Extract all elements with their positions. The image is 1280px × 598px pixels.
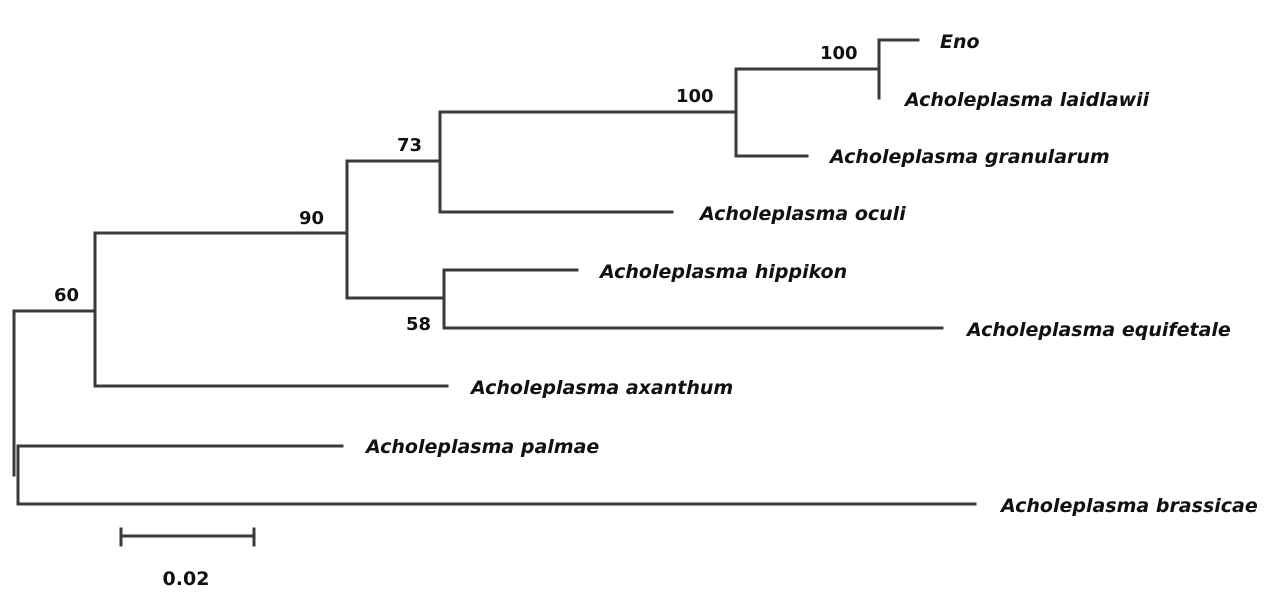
bootstrap-eno-laidlawii: 100 — [820, 43, 858, 64]
taxon-brassicae: Acholeplasma brassicae — [999, 495, 1258, 517]
scale-bar: 0.02 — [119, 527, 256, 590]
bootstrap-eno-granularum: 100 — [676, 86, 714, 107]
scale-bar-label: 0.02 — [163, 568, 210, 590]
bootstrap-hippikon-equifetale: 58 — [406, 314, 431, 335]
taxon-eno: Eno — [940, 31, 980, 53]
taxon-hippikon: Acholeplasma hippikon — [598, 261, 847, 283]
taxon-granularum: Acholeplasma granularum — [828, 146, 1110, 168]
bootstrap-values: 100 100 73 90 58 60 — [54, 43, 858, 335]
tree-branches — [12, 38, 977, 506]
taxon-axanthum: Acholeplasma axanthum — [469, 377, 733, 399]
taxon-laidlawii: Acholeplasma laidlawii — [903, 89, 1150, 111]
taxon-labels: Eno Acholeplasma laidlawii Acholeplasma … — [364, 31, 1258, 517]
bootstrap-clade-oculi: 73 — [397, 135, 422, 156]
taxon-palmae: Acholeplasma palmae — [364, 436, 599, 458]
taxon-oculi: Acholeplasma oculi — [698, 203, 906, 225]
bootstrap-clade-axanthum: 60 — [54, 285, 79, 306]
taxon-equifetale: Acholeplasma equifetale — [965, 319, 1231, 341]
bootstrap-clade-hippikon: 90 — [299, 208, 324, 229]
